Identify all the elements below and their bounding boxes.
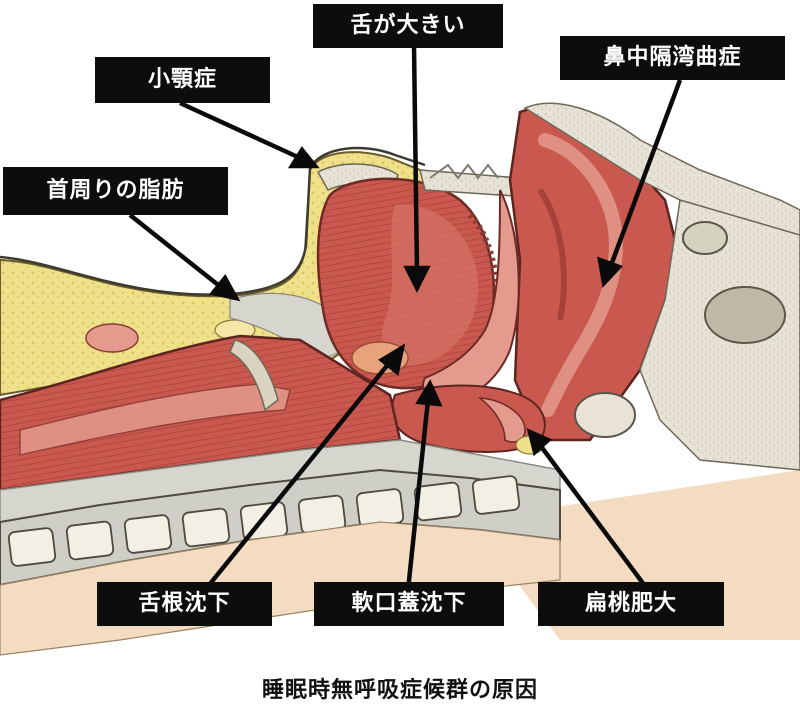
pointer-arrows	[128, 44, 683, 592]
arrow-deviated-septum	[607, 79, 683, 269]
fat-blob	[85, 323, 139, 353]
arrow-head-soft-palate	[415, 379, 443, 407]
arrow-head-deviated-septum	[597, 256, 623, 288]
label-tonsil-hypertrophy: 扁桃肥大	[538, 582, 724, 626]
figure-caption: 睡眠時無呼吸症候群の原因	[261, 678, 538, 703]
label-small-jaw: 小顎症	[95, 57, 270, 103]
nasal-turbinate	[537, 188, 567, 321]
tongue-highlight	[381, 204, 479, 366]
label-tongue-base-drop: 舌根沈下	[97, 582, 272, 626]
arrow-tongue-base	[203, 360, 392, 592]
vertebra-body	[471, 475, 521, 515]
vertebra-body	[7, 527, 57, 567]
arrow-soft-palate	[405, 399, 431, 591]
arrow-head-neck-fat	[208, 273, 241, 302]
arrow-head-tonsil	[526, 428, 553, 457]
vertebrae-group	[7, 475, 521, 567]
arrow-head-small-jaw	[287, 146, 320, 169]
arrow-head-tongue-base	[378, 343, 406, 377]
vertebra-body	[123, 514, 173, 554]
sinus-cavity	[682, 221, 728, 255]
vertebra-body	[181, 507, 231, 548]
arrow-head-large-tongue	[403, 265, 431, 294]
connective-tissue	[229, 292, 346, 361]
label-large-tongue: 舌が大きい	[313, 4, 503, 48]
sinus-cavity	[574, 392, 636, 438]
arrow-tonsil	[538, 443, 650, 592]
sinus-cavity	[704, 286, 786, 344]
skin-outline	[0, 146, 426, 296]
arrow-small-jaw	[179, 100, 301, 161]
larynx-cartilage	[229, 339, 279, 412]
label-neck-fat: 首周りの脂肪	[3, 167, 228, 215]
vertebra-body	[65, 520, 115, 561]
arrow-large-tongue	[411, 44, 420, 273]
label-soft-palate-drop: 軟口蓋沈下	[314, 582, 504, 626]
teeth	[429, 163, 499, 180]
vertebra-body	[413, 481, 463, 522]
trachea-lumen	[19, 383, 291, 456]
arrow-neck-fat	[128, 213, 224, 290]
label-deviated-septum: 鼻中隔湾曲症	[560, 36, 785, 80]
